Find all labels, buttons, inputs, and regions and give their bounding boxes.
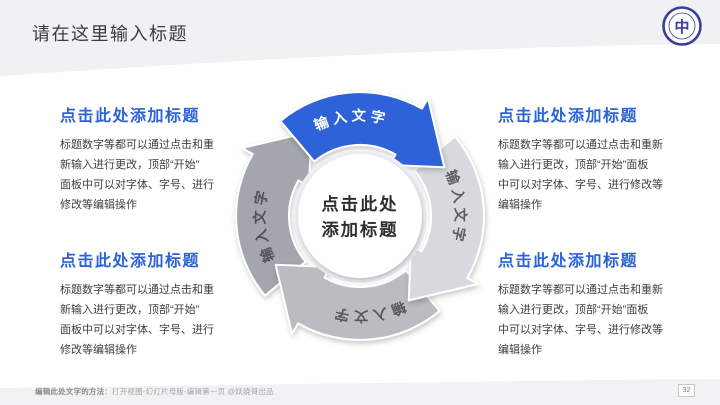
block-heading: 点击此处添加标题 — [60, 253, 201, 270]
text-block-right-top[interactable]: 点击此处添加标题 标题数字等都可以通过点击和重新 输入进行更改，顶部“开始”面板… — [498, 102, 670, 215]
block-line: 修改等编辑操作 — [60, 344, 137, 356]
footer-note-lead: 编辑此处文字的方法 — [35, 387, 105, 396]
university-emblem-icon: 中 — [662, 6, 702, 46]
block-line: 标题数字等都可以通过点击和重 — [60, 284, 214, 296]
block-heading: 点击此处添加标题 — [498, 108, 639, 125]
block-line: 编辑操作 — [498, 199, 542, 211]
cycle-segment-2[interactable] — [407, 135, 485, 302]
block-line: 标题数字等都可以通过点击和重新 — [498, 139, 663, 151]
cycle-segment-4[interactable] — [235, 130, 313, 297]
text-block-right-bottom[interactable]: 点击此处添加标题 标题数字等都可以通过点击和重新 输入进行更改，顶部“开始”面板… — [498, 247, 670, 360]
center-title-line2: 添加标题 — [321, 219, 398, 239]
top-curved-band — [0, 0, 720, 76]
cycle-segment-3[interactable] — [274, 263, 441, 341]
page-number-box: 32 — [678, 384, 695, 397]
footer-band — [0, 379, 720, 405]
center-title-line1: 点击此处 — [321, 194, 398, 214]
block-heading: 点击此处添加标题 — [498, 253, 639, 270]
block-line: 中可以对字体、字号、进行修改等 — [498, 324, 663, 336]
block-line: 面板中可以对字体、字号、进行 — [60, 324, 214, 336]
footer-note-rest: ：打开视图-幻灯片母版-编辑第一页 @妖娆哥出品 — [104, 387, 274, 396]
block-line: 面板中可以对字体、字号、进行 — [60, 179, 214, 191]
block-line: 新输入进行更改，顶部“开始” — [60, 159, 200, 171]
emblem-glyph: 中 — [674, 18, 689, 36]
cycle-diagram: 输入文字 输入文字 输入文字 输入文字 点击此处 添加标题 — [235, 91, 485, 341]
block-heading: 点击此处添加标题 — [60, 108, 201, 125]
text-block-left-bottom[interactable]: 点击此处添加标题 标题数字等都可以通过点击和重 新输入进行更改，顶部“开始” 面… — [60, 247, 218, 360]
block-line: 标题数字等都可以通过点击和重 — [60, 139, 214, 151]
footer-note: 编辑此处文字的方法：打开视图-幻灯片母版-编辑第一页 @妖娆哥出品 — [35, 386, 274, 397]
block-line: 编辑操作 — [498, 344, 542, 356]
page-number: 32 — [682, 387, 691, 394]
block-line: 修改等编辑操作 — [60, 199, 137, 211]
block-line: 中可以对字体、字号、进行修改等 — [498, 179, 663, 191]
text-block-left-top[interactable]: 点击此处添加标题 标题数字等都可以通过点击和重 新输入进行更改，顶部“开始” 面… — [60, 102, 218, 215]
block-line: 输入进行更改，顶部“开始”面板 — [498, 304, 649, 316]
block-line: 新输入进行更改，顶部“开始” — [60, 304, 200, 316]
center-circle[interactable] — [298, 154, 422, 278]
block-line: 标题数字等都可以通过点击和重新 — [498, 284, 663, 296]
cycle-segment-1[interactable] — [279, 91, 446, 169]
block-line: 输入进行更改，顶部“开始”面板 — [498, 159, 649, 171]
slide-title[interactable]: 请在这里输入标题 — [32, 24, 188, 44]
